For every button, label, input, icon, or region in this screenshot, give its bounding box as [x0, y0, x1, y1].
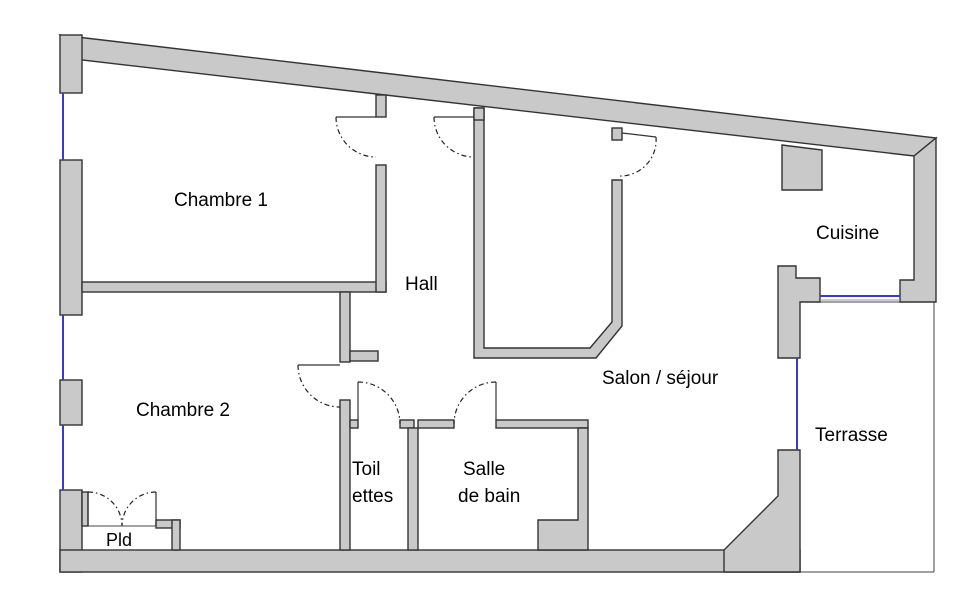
room-labels: Chambre 1 Chambre 2 Hall Cuisine Salon /…	[106, 190, 888, 550]
label-hall: Hall	[405, 274, 438, 295]
exterior-walls	[58, 34, 938, 573]
windows	[62, 93, 900, 490]
label-terrasse: Terrasse	[815, 425, 888, 446]
label-chambre-1: Chambre 1	[174, 190, 268, 211]
label-salle-de-bain-2: de bain	[458, 486, 520, 507]
label-placard: Pld	[106, 530, 132, 550]
label-toilettes-1: Toil	[352, 459, 381, 480]
interior-walls	[81, 94, 623, 551]
label-salon-sejour: Salon / séjour	[602, 368, 719, 389]
label-cuisine: Cuisine	[816, 223, 879, 244]
label-chambre-2: Chambre 2	[136, 400, 230, 421]
label-salle-de-bain-1: Salle	[463, 459, 505, 480]
doors	[87, 116, 657, 527]
label-toilettes-2: ettes	[352, 486, 393, 507]
